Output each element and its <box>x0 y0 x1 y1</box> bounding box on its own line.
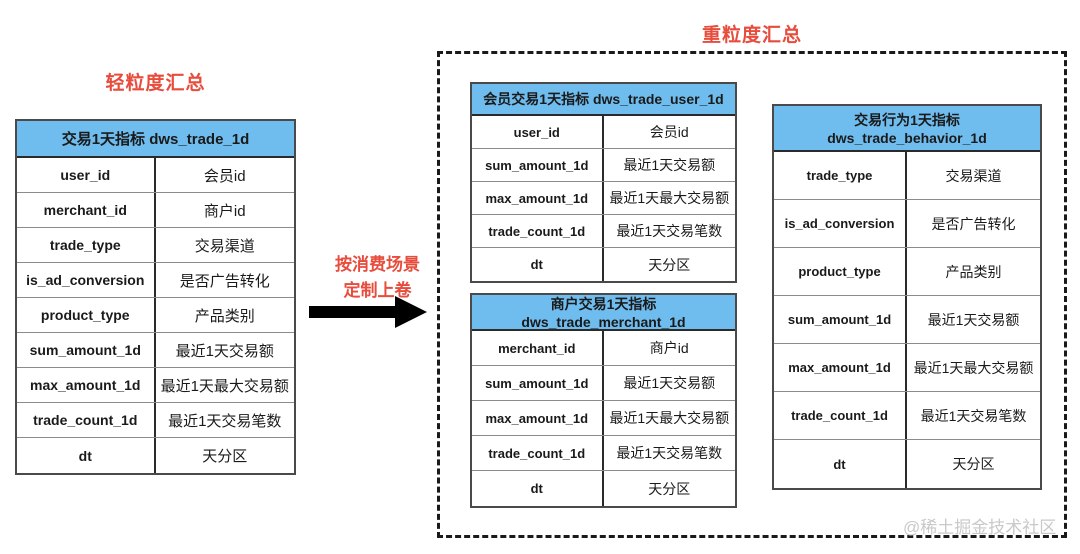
table-row: max_amount_1d 最近1天最大交易额 <box>472 401 735 436</box>
field-desc: 会员id <box>203 167 246 185</box>
table-row: trade_count_1d 最近1天交易笔数 <box>472 436 735 471</box>
field-name: merchant_id <box>17 193 156 227</box>
field-name: sum_amount_1d <box>774 296 907 343</box>
field-desc: 是否广告转化 <box>931 215 1016 232</box>
field-desc: 天分区 <box>952 456 995 472</box>
table-row: sum_amount_1d 最近1天交易额 <box>774 296 1040 344</box>
table-dws-trade-merchant-1d-header: 商户交易1天指标 dws_trade_merchant_1d <box>472 295 735 331</box>
field-desc: 最近1天交易额 <box>623 157 716 173</box>
table-row: trade_type 交易渠道 <box>774 152 1040 200</box>
table-row: sum_amount_1d 最近1天交易额 <box>472 149 735 182</box>
field-desc: 最近1天最大交易额 <box>609 190 730 206</box>
field-name: trade_count_1d <box>774 392 907 439</box>
field-desc: 最近1天交易额 <box>623 375 716 391</box>
table-dws-trade-behavior-1d-header: 交易行为1天指标 dws_trade_behavior_1d <box>774 106 1040 152</box>
field-name: trade_type <box>17 228 156 262</box>
table-row: merchant_id 商户id <box>472 331 735 366</box>
table-row: max_amount_1d 最近1天最大交易额 <box>17 368 294 403</box>
field-name: sum_amount_1d <box>472 366 604 400</box>
field-name: trade_count_1d <box>472 215 604 247</box>
table-dws-trade-1d: 交易1天指标 dws_trade_1d user_id 会员id merchan… <box>15 119 296 475</box>
table-dws-trade-behavior-1d: 交易行为1天指标 dws_trade_behavior_1d trade_typ… <box>772 104 1042 490</box>
field-name: product_type <box>774 248 907 295</box>
heavy-granularity-title: 重粒度汇总 <box>701 25 802 46</box>
table-dws-trade-user-1d: 会员交易1天指标 dws_trade_user_1d user_id 会员id … <box>470 82 737 283</box>
field-name: trade_type <box>774 152 907 199</box>
field-name: trade_count_1d <box>17 403 156 437</box>
field-desc: 商户id <box>649 340 689 356</box>
rollup-arrow-label-line2: 定制上卷 <box>343 280 412 300</box>
light-granularity-title: 轻粒度汇总 <box>105 73 206 94</box>
table-row: user_id 会员id <box>472 116 735 149</box>
table-row: product_type 产品类别 <box>774 248 1040 296</box>
table-row: max_amount_1d 最近1天最大交易额 <box>472 182 735 215</box>
field-desc: 最近1天最大交易额 <box>913 359 1034 376</box>
field-desc: 会员id <box>649 124 689 140</box>
table-row: max_amount_1d 最近1天最大交易额 <box>774 344 1040 392</box>
table-row: is_ad_conversion 是否广告转化 <box>17 263 294 298</box>
right-arrow-head-icon <box>395 296 427 328</box>
table-row: sum_amount_1d 最近1天交易额 <box>17 333 294 368</box>
field-desc: 最近1天交易额 <box>927 311 1020 328</box>
table-row: user_id 会员id <box>17 158 294 193</box>
table-row: trade_count_1d 最近1天交易笔数 <box>17 403 294 438</box>
field-desc: 最近1天交易额 <box>175 342 274 360</box>
field-desc: 交易渠道 <box>945 167 1002 184</box>
field-desc: 天分区 <box>202 448 248 465</box>
field-desc: 天分区 <box>648 480 691 497</box>
field-name: dt <box>17 438 156 473</box>
right-arrow-icon <box>309 306 397 318</box>
heavy-granularity-group-border <box>437 51 1067 538</box>
field-name: sum_amount_1d <box>472 149 604 181</box>
field-desc: 是否广告转化 <box>179 272 270 290</box>
field-desc: 交易渠道 <box>194 237 255 255</box>
table-row: dt 天分区 <box>472 471 735 506</box>
field-desc: 最近1天交易笔数 <box>616 223 723 239</box>
field-desc: 产品类别 <box>194 307 255 325</box>
table-row: merchant_id 商户id <box>17 193 294 228</box>
field-name: trade_count_1d <box>472 436 604 470</box>
field-name: is_ad_conversion <box>17 263 156 297</box>
table-row: trade_count_1d 最近1天交易笔数 <box>472 215 735 248</box>
rollup-arrow-label-line1: 按消费场景 <box>335 255 420 274</box>
field-desc: 最近1天交易笔数 <box>920 407 1027 424</box>
table-dws-trade-merchant-1d: 商户交易1天指标 dws_trade_merchant_1d merchant_… <box>470 293 737 508</box>
table-row: is_ad_conversion 是否广告转化 <box>774 200 1040 248</box>
table-row: sum_amount_1d 最近1天交易额 <box>472 366 735 401</box>
table-row: trade_type 交易渠道 <box>17 228 294 263</box>
field-desc: 产品类别 <box>945 263 1002 280</box>
field-name: dt <box>472 248 604 281</box>
field-name: max_amount_1d <box>472 182 604 214</box>
watermark: @稀土掘金技术社区 <box>903 518 1057 537</box>
field-name: max_amount_1d <box>17 368 156 402</box>
table-row: dt 天分区 <box>472 248 735 281</box>
field-name: user_id <box>17 158 156 192</box>
table-dws-trade-1d-header: 交易1天指标 dws_trade_1d <box>17 121 294 158</box>
field-name: is_ad_conversion <box>774 200 907 247</box>
field-desc: 最近1天最大交易额 <box>609 410 730 426</box>
field-name: max_amount_1d <box>472 401 604 435</box>
field-name: product_type <box>17 298 156 332</box>
field-name: max_amount_1d <box>774 344 907 391</box>
field-name: merchant_id <box>472 331 604 365</box>
field-desc: 最近1天交易笔数 <box>168 412 282 430</box>
field-desc: 最近1天交易笔数 <box>616 445 723 461</box>
rollup-arrow-label: 按消费场景 定制上卷 <box>315 252 440 303</box>
field-desc: 天分区 <box>648 256 691 273</box>
field-name: dt <box>472 471 604 506</box>
field-desc: 商户id <box>203 202 246 220</box>
field-desc: 最近1天最大交易额 <box>160 377 289 395</box>
table-row: dt 天分区 <box>17 438 294 473</box>
table-row: trade_count_1d 最近1天交易笔数 <box>774 392 1040 440</box>
field-name: sum_amount_1d <box>17 333 156 367</box>
table-dws-trade-user-1d-header: 会员交易1天指标 dws_trade_user_1d <box>472 84 735 116</box>
field-name: user_id <box>472 116 604 148</box>
table-row: dt 天分区 <box>774 440 1040 488</box>
table-row: product_type 产品类别 <box>17 298 294 333</box>
field-name: dt <box>774 440 907 488</box>
